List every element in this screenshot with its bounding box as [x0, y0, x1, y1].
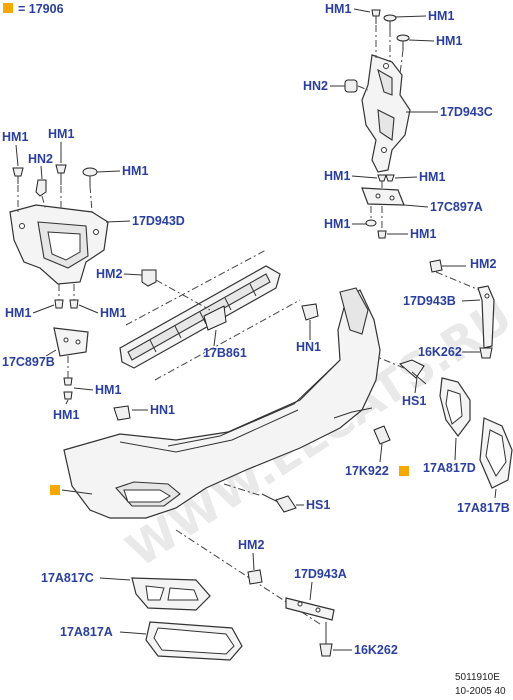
footer-ref-2: 10-2005 40 — [455, 686, 506, 697]
clip-hn2-right[interactable] — [344, 79, 358, 93]
grille-17a817c[interactable] — [131, 577, 211, 611]
label-17d943d: 17D943D — [132, 214, 185, 228]
clip-hm1-mid-c[interactable] — [365, 219, 377, 227]
footer-ref-1: 5011910E — [455, 672, 500, 683]
legend-marker — [3, 3, 13, 13]
grille-17a817a[interactable] — [145, 621, 243, 661]
label-17d943b: 17D943B — [403, 294, 456, 308]
bracket-17c897a[interactable] — [361, 187, 405, 206]
label-17a817a: 17A817A — [60, 625, 113, 639]
legend-text: = 17906 — [18, 2, 64, 16]
clip-16k262-bottom[interactable] — [319, 622, 333, 657]
label-hm2: HM2 — [470, 257, 496, 271]
grille-17a817d[interactable] — [439, 377, 471, 437]
clip-hn1-left[interactable] — [113, 405, 131, 421]
bracket-17d943c[interactable] — [361, 54, 411, 173]
clip-hn1-mid[interactable] — [301, 303, 319, 321]
label-hm1: HM1 — [324, 169, 350, 183]
grille-17a817b[interactable] — [479, 417, 513, 489]
bracket-17d943b[interactable] — [477, 285, 495, 349]
clip-hm1-mid-b[interactable] — [385, 174, 395, 182]
label-17k922: 17K922 — [345, 464, 389, 478]
label-hm1: HM1 — [436, 34, 462, 48]
bumper-cover-17906[interactable] — [63, 287, 381, 519]
bracket-17d943d[interactable] — [9, 204, 109, 285]
label-hm1: HM1 — [5, 306, 31, 320]
bracket-17d943a[interactable] — [285, 597, 335, 621]
label-hm2: HM2 — [238, 538, 264, 552]
label-hm2: HM2 — [96, 267, 122, 281]
marker-bumper — [50, 485, 60, 495]
label-hn1: HN1 — [150, 403, 175, 417]
label-hm1: HM1 — [53, 408, 79, 422]
clip-hm2-right[interactable] — [429, 259, 443, 273]
label-hm1: HM1 — [48, 127, 74, 141]
label-17d943a: 17D943A — [294, 567, 347, 581]
label-hs1: HS1 — [402, 394, 426, 408]
clip-hm1-left-b[interactable] — [55, 164, 67, 185]
label-17a817b: 17A817B — [457, 501, 510, 515]
clip-hm1-top-c[interactable] — [396, 34, 410, 50]
clip-hm1-left-c[interactable] — [82, 167, 98, 186]
label-hs1: HS1 — [306, 498, 330, 512]
label-17b861: 17B861 — [203, 346, 247, 360]
label-hm1: HM1 — [410, 227, 436, 241]
label-hn1: HN1 — [296, 340, 321, 354]
label-16k262: 16K262 — [418, 345, 462, 359]
clip-hn2-left[interactable] — [35, 179, 47, 197]
screw-hs1-right[interactable] — [399, 359, 427, 385]
screw-hs1-bottom[interactable] — [261, 493, 297, 513]
clip-hm1-mid-d[interactable] — [377, 230, 387, 239]
label-17a817c: 17A817C — [41, 571, 94, 585]
clip-hm1-top-b[interactable] — [383, 14, 397, 30]
clip-hm1-left-e[interactable] — [69, 299, 79, 309]
clip-hm1-left-d[interactable] — [54, 299, 64, 309]
label-hm1: HM1 — [2, 130, 28, 144]
bracket-17c897b[interactable] — [53, 327, 89, 357]
clip-hm1-top-a[interactable] — [371, 9, 381, 24]
label-hm1: HM1 — [428, 9, 454, 23]
label-hn2: HN2 — [303, 79, 328, 93]
label-16k262: 16K262 — [354, 643, 398, 657]
clip-hm2-bottom[interactable] — [247, 569, 263, 585]
label-hm1: HM1 — [325, 2, 351, 16]
reinforcement-17b861[interactable] — [119, 265, 281, 369]
clip-hm1-mid-a[interactable] — [377, 174, 387, 182]
label-17c897b: 17C897B — [2, 355, 55, 369]
clip-hm1-left-g[interactable] — [63, 391, 73, 400]
cap-17k922[interactable] — [373, 425, 391, 445]
label-hn2: HN2 — [28, 152, 53, 166]
label-hm1: HM1 — [100, 306, 126, 320]
label-17c897a: 17C897A — [430, 200, 483, 214]
label-hm1: HM1 — [419, 170, 445, 184]
label-17a817d: 17A817D — [423, 461, 476, 475]
label-17d943c: 17D943C — [440, 105, 493, 119]
clip-16k262-top[interactable] — [479, 347, 493, 359]
clip-hm1-left-a[interactable] — [12, 167, 24, 184]
marker-17k922 — [399, 466, 409, 476]
label-hm1: HM1 — [324, 217, 350, 231]
label-hm1: HM1 — [122, 164, 148, 178]
clip-hm1-left-f[interactable] — [63, 377, 73, 386]
clip-hm2-center[interactable] — [141, 269, 157, 287]
label-hm1: HM1 — [95, 383, 121, 397]
